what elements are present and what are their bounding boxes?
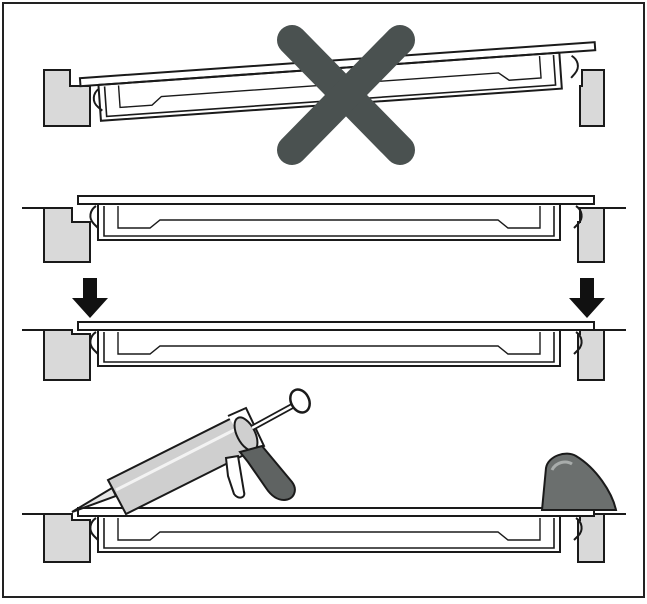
countertop-left bbox=[43, 513, 91, 563]
clip-left bbox=[89, 331, 99, 355]
panel-aligned-placement bbox=[22, 195, 626, 263]
countertop-left bbox=[43, 329, 91, 381]
spatula-icon bbox=[540, 452, 618, 511]
hob-aligned bbox=[77, 195, 595, 241]
countertop-left bbox=[43, 207, 91, 263]
glass-plate bbox=[77, 507, 595, 517]
panel-press-down bbox=[22, 278, 626, 381]
clip-right bbox=[568, 54, 580, 79]
panel-apply-sealant bbox=[22, 388, 626, 563]
hob-sealed bbox=[77, 507, 595, 553]
clip-left bbox=[89, 205, 99, 229]
glass-plate bbox=[77, 321, 595, 331]
x-icon bbox=[277, 25, 415, 165]
clip-left bbox=[89, 517, 99, 541]
countertop-right bbox=[577, 207, 605, 263]
panel-wrong-tilted-insertion bbox=[43, 25, 605, 165]
arrow-down-icon bbox=[72, 278, 108, 318]
countertop-right bbox=[577, 329, 605, 381]
countertop-right bbox=[579, 69, 605, 127]
glass-plate bbox=[77, 195, 595, 205]
countertop-right bbox=[577, 513, 605, 563]
arrow-down-icon bbox=[569, 278, 605, 318]
hob-pressed bbox=[77, 321, 595, 367]
caulking-gun-icon bbox=[71, 388, 311, 516]
